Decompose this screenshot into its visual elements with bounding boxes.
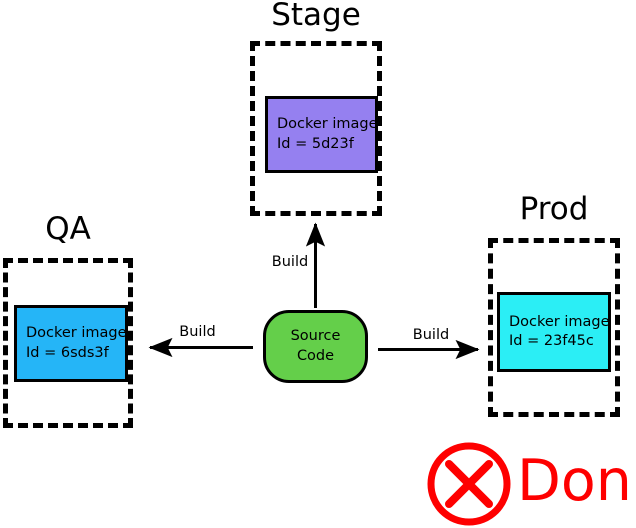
docker-image-id-prod: Id = 23f45c (509, 333, 594, 349)
source-code-node: Source Code (263, 310, 368, 383)
docker-image-box-prod: Docker image Id = 23f45c (497, 292, 611, 372)
env-container-prod (488, 238, 620, 417)
edge-label-build-qa: Build (179, 324, 216, 340)
circle-x-icon (427, 442, 511, 526)
docker-image-box-qa: Docker image Id = 6sds3f (14, 305, 128, 382)
docker-image-label-stage: Docker image (277, 116, 378, 133)
env-container-qa (3, 258, 133, 428)
edge-label-build-prod: Build (412, 327, 450, 343)
docker-image-id-qa: Id = 6sds3f (26, 344, 109, 361)
source-code-label-line2: Code (296, 347, 335, 364)
env-title-prod: Prod (519, 191, 589, 227)
env-title-qa: QA (45, 211, 91, 247)
dont-label: Don't (517, 448, 636, 514)
env-container-stage (250, 41, 382, 216)
docker-image-box-stage: Docker image Id = 5d23f (265, 96, 378, 173)
docker-image-id-stage: Id = 5d23f (277, 135, 354, 152)
env-title-stage: Stage (271, 0, 361, 33)
edge-label-build-stage: Build (271, 254, 309, 270)
docker-image-label-prod: Docker image (509, 313, 610, 330)
docker-image-label-qa: Docker image (26, 325, 127, 342)
source-code-label-line1: Source (290, 327, 341, 344)
dont-annotation: Don't (425, 437, 636, 528)
